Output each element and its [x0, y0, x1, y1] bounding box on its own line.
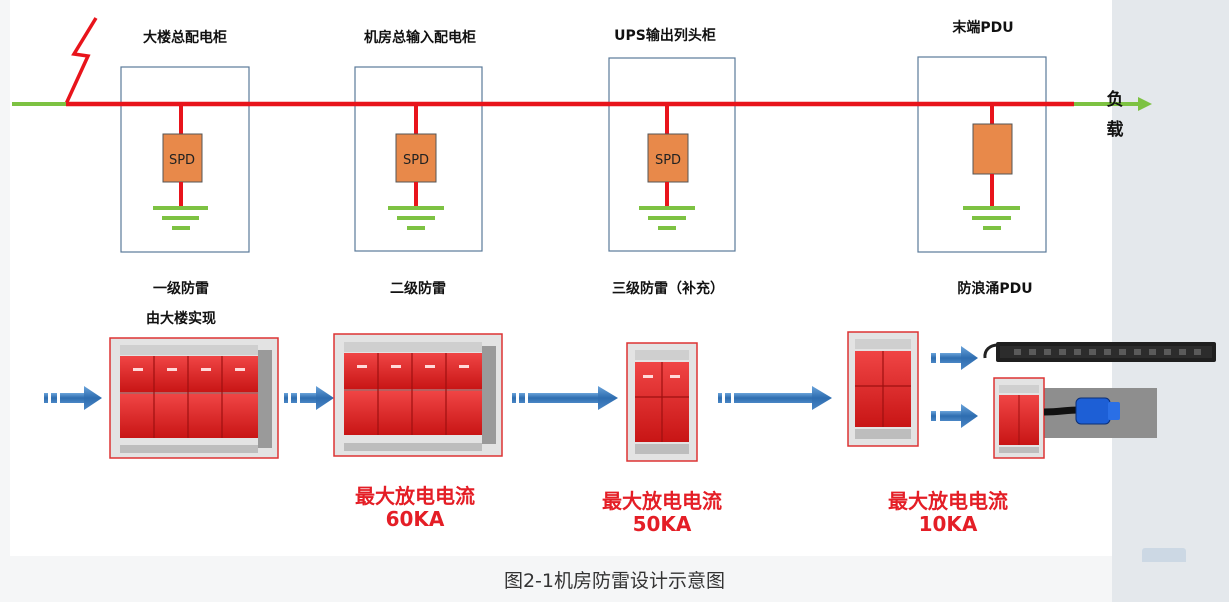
pdu-outlet — [1179, 349, 1186, 355]
pdu-outlet — [1164, 349, 1171, 355]
power-cable — [1043, 406, 1079, 416]
right-panel — [1112, 0, 1229, 602]
cabinet-title-2: 机房总输入配电柜 — [364, 29, 476, 46]
flow-arrow-6 — [931, 404, 978, 428]
cabinet-title-3: UPS输出列头柜 — [614, 27, 716, 44]
spd-branch-2: SPD — [388, 104, 444, 230]
spd-label-1: SPD — [169, 153, 195, 168]
level-label-3: 三级防雷（补充） — [612, 280, 724, 297]
pdu-outlet — [1029, 349, 1036, 355]
cabinet-box-4 — [917, 56, 1047, 253]
cabinet-box-2 — [354, 66, 483, 252]
flow-arrow-2 — [284, 386, 334, 410]
pdu-outlet — [1104, 349, 1111, 355]
load-label-2: 载 — [1107, 119, 1124, 140]
current-value-3: 10KA — [919, 512, 978, 536]
scroll-nub[interactable] — [1142, 548, 1186, 562]
current-value-2: 50KA — [633, 512, 692, 536]
surge-protector-4 — [847, 331, 919, 447]
spd-label-3: SPD — [655, 153, 681, 168]
level-label-2: 二级防雷 — [390, 280, 446, 297]
pdu-strip — [983, 342, 1216, 362]
output-arrow-head — [1138, 97, 1152, 111]
pdu-outlet — [1014, 349, 1021, 355]
pdu-outlet — [1149, 349, 1156, 355]
figure-caption: 图2-1机房防雷设计示意图 — [503, 570, 726, 592]
cabinet-box-1 — [120, 66, 250, 253]
current-label-2: 最大放电电流 — [602, 489, 722, 513]
level-note-1: 由大楼实现 — [146, 310, 216, 327]
surge-protector-1 — [109, 337, 279, 459]
pdu-outlet — [1074, 349, 1081, 355]
pdu-outlet — [1089, 349, 1096, 355]
flow-arrow-3 — [512, 386, 618, 410]
spd-module-2 — [395, 133, 437, 183]
diagram-area — [10, 0, 1112, 556]
level-label-1: 一级防雷 — [153, 280, 209, 297]
spd-branch-1: SPD — [153, 104, 208, 230]
surge-protector-3 — [626, 342, 698, 462]
current-label-1: 最大放电电流 — [355, 484, 475, 508]
spd-module-4 — [972, 123, 1013, 175]
flow-arrow-4 — [718, 386, 832, 410]
spd-branch-3: SPD — [639, 104, 695, 230]
current-value-1: 60KA — [386, 507, 445, 531]
pdu-outlet — [1059, 349, 1066, 355]
pdu-outlet — [1044, 349, 1051, 355]
industrial-plug-icon — [1075, 397, 1111, 425]
lightning-bolt-icon — [64, 17, 98, 105]
spd-branch-4 — [963, 104, 1020, 230]
current-label-3: 最大放电电流 — [888, 489, 1008, 513]
load-label: 负 — [1107, 89, 1124, 110]
surge-protector-5 — [993, 377, 1157, 459]
flow-arrow-1 — [44, 386, 102, 410]
cabinet-box-3 — [608, 57, 736, 252]
level-label-4: 防浪涌PDU — [957, 280, 1032, 297]
pdu-outlet — [1119, 349, 1126, 355]
surge-protector-2 — [333, 333, 503, 457]
pdu-outlet — [1194, 349, 1201, 355]
pdu-outlet — [1134, 349, 1141, 355]
cabinet-title-4: 末端PDU — [952, 19, 1013, 36]
flow-arrow-5 — [931, 346, 978, 370]
spd-label-2: SPD — [403, 153, 429, 168]
cabinet-title-1: 大楼总配电柜 — [143, 29, 227, 46]
